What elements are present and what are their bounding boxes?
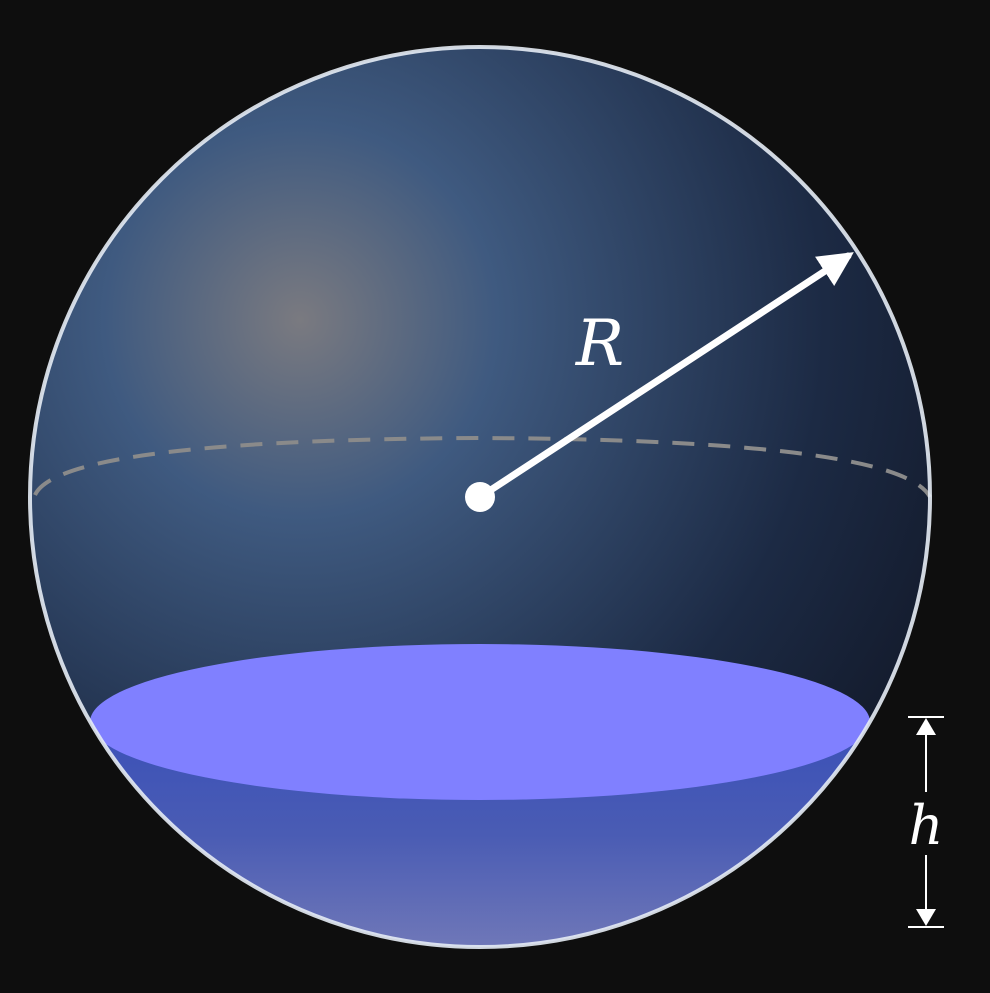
sphere-outline — [28, 45, 932, 949]
center-point-icon — [465, 482, 495, 512]
height-arrow-up-icon — [916, 718, 936, 735]
radius-arrow — [476, 252, 854, 501]
equator-dashed-line — [33, 435, 932, 499]
height-dimension: h — [908, 716, 944, 928]
height-arrow-down-icon — [916, 909, 936, 926]
radius-label: R — [575, 307, 624, 381]
liquid-surface — [90, 644, 870, 800]
height-label: h — [909, 794, 944, 857]
